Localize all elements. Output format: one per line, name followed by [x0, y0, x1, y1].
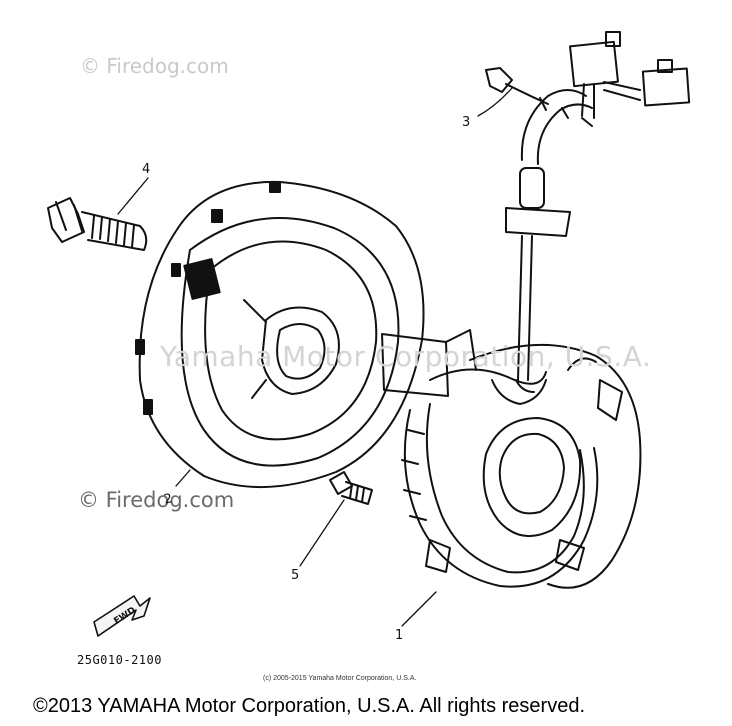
callout-item-5: 5: [291, 568, 300, 583]
flywheel-rotor-part: [135, 180, 425, 488]
leader-line-3: [477, 87, 513, 117]
watermark-top: © Firedog.com: [80, 54, 229, 78]
leader-lines: [117, 87, 513, 627]
callout-item-3: 3: [462, 115, 471, 130]
leader-line-1: [401, 591, 437, 627]
callout-item-4: 4: [142, 162, 151, 177]
leader-line-4: [117, 177, 149, 215]
diagram-part-code: 25G010-2100: [77, 653, 162, 667]
watermark-middle: © Firedog.com: [78, 488, 235, 512]
watermark-center: Yamaha Motor Corporation, U.S.A.: [160, 340, 652, 373]
footer-copyright: ©2013 YAMAHA Motor Corporation, U.S.A. A…: [33, 695, 586, 717]
screw-part: [329, 471, 373, 505]
stator-assembly-part: [381, 329, 642, 589]
small-copyright: (c) 2005-2015 Yamaha Motor Corporation, …: [263, 675, 417, 682]
wiring-harness-part: [485, 31, 691, 381]
fwd-arrow-icon: [93, 595, 151, 637]
leader-line-5: [299, 499, 345, 567]
callout-item-1: 1: [395, 628, 404, 643]
leader-line-2: [175, 469, 191, 487]
bolt-part: [47, 197, 148, 251]
